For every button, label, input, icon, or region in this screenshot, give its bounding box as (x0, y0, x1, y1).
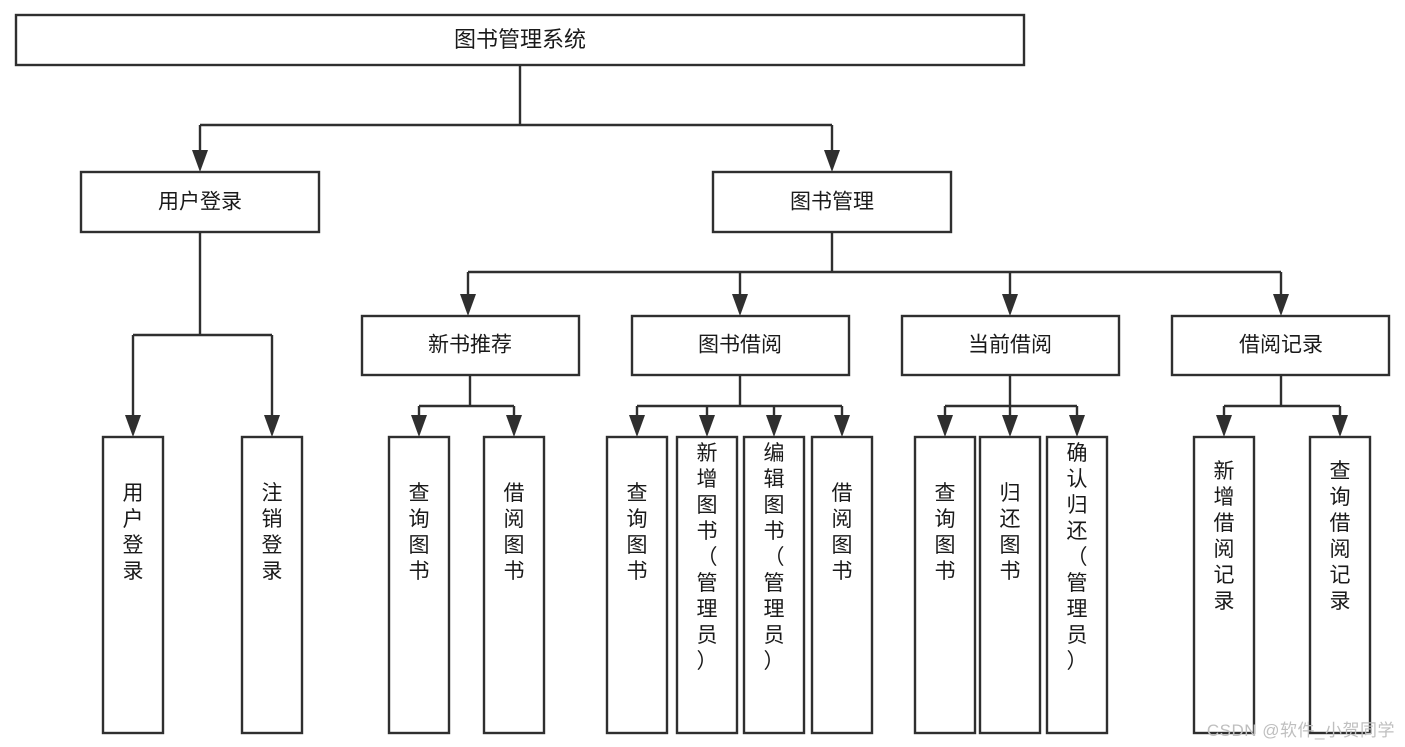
leaf-bookborrow-add-label: 新增图书（管理员） (697, 442, 718, 673)
arrow-head-icon (1216, 415, 1232, 437)
leaf-user-login-login-label: 用户登录 (123, 482, 144, 583)
leaf-box (742, 435, 806, 735)
node-new-book-recommend[interactable]: 新书推荐 (360, 314, 581, 377)
leaf-currentborrow-return-label: 归还图书 (1000, 482, 1021, 583)
arrow-head-icon (937, 415, 953, 437)
node-current-borrow-label: 当前借阅 (968, 334, 1052, 357)
arrow-head-icon (460, 294, 476, 316)
arrow-head-icon (732, 294, 748, 316)
node-book-management[interactable]: 图书管理 (711, 170, 953, 234)
node-borrow-record[interactable]: 借阅记录 (1170, 314, 1391, 377)
leaf-user-login-logout-label: 注销登录 (262, 482, 283, 583)
leaf-newbook-borrow[interactable]: 借阅图书 (482, 435, 546, 735)
arrow-head-icon (834, 415, 850, 437)
leaf-box (1045, 435, 1109, 735)
node-book-borrow-label: 图书借阅 (698, 334, 782, 357)
leaf-box (675, 435, 739, 735)
arrow-head-icon (411, 415, 427, 437)
node-book-borrow[interactable]: 图书借阅 (630, 314, 851, 377)
node-user-login-box (79, 170, 321, 234)
arrow-head-icon (1332, 415, 1348, 437)
leaf-bookborrow-edit[interactable]: 编辑图书（管理员） (742, 435, 806, 735)
connector-newbook-to-leaves (411, 375, 522, 437)
connector-currentborrow-to-leaves (937, 375, 1085, 437)
arrow-head-icon (506, 415, 522, 437)
arrow-head-icon (824, 150, 840, 172)
arrow-head-icon (1069, 415, 1085, 437)
arrow-head-icon (125, 415, 141, 437)
node-borrow-record-label: 借阅记录 (1239, 334, 1323, 357)
leaf-bookborrow-borrow[interactable]: 借阅图书 (810, 435, 874, 735)
leaf-box (1192, 435, 1256, 735)
node-root-label: 图书管理系统 (454, 27, 586, 52)
node-user-login[interactable]: 用户登录 (79, 170, 321, 234)
node-current-borrow[interactable]: 当前借阅 (900, 314, 1121, 377)
csdn-watermark: CSDN @软件_小贺同学 (1206, 721, 1395, 740)
leaf-box (605, 435, 669, 735)
arrow-head-icon (699, 415, 715, 437)
node-book-borrow-box (630, 314, 851, 377)
node-book-management-box (711, 170, 953, 234)
connector-borrowrecord-to-leaves (1216, 375, 1348, 437)
leaf-currentborrow-return[interactable]: 归还图书 (978, 435, 1042, 735)
leaf-bookborrow-edit-label: 编辑图书（管理员） (764, 442, 785, 673)
arrow-head-icon (192, 150, 208, 172)
leaf-borrowrecord-add[interactable]: 新增借阅记录 (1192, 435, 1256, 735)
leaf-borrowrecord-query-label: 查询借阅记录 (1330, 460, 1351, 613)
connector-userlogin-to-leaves (125, 232, 280, 437)
leaf-newbook-query[interactable]: 查询图书 (387, 435, 451, 735)
leaf-box (913, 435, 977, 735)
leaf-newbook-query-label: 查询图书 (409, 482, 430, 583)
arrow-head-icon (1002, 415, 1018, 437)
leaf-box (387, 435, 451, 735)
node-new-book-recommend-label: 新书推荐 (428, 334, 512, 357)
leaf-newbook-borrow-label: 借阅图书 (504, 482, 525, 583)
leaf-box (1308, 435, 1372, 735)
leaf-borrowrecord-add-label: 新增借阅记录 (1214, 460, 1235, 613)
leaf-box (978, 435, 1042, 735)
arrow-head-icon (766, 415, 782, 437)
leaf-bookborrow-borrow-label: 借阅图书 (832, 482, 853, 583)
node-book-management-label: 图书管理 (790, 191, 874, 214)
leaf-user-login-login[interactable]: 用户登录 (101, 435, 165, 735)
leaf-borrowrecord-query[interactable]: 查询借阅记录 (1308, 435, 1372, 735)
leaf-user-login-logout[interactable]: 注销登录 (240, 435, 304, 735)
node-root-system[interactable]: 图书管理系统 (14, 13, 1026, 67)
arrow-head-icon (629, 415, 645, 437)
leaf-currentborrow-query[interactable]: 查询图书 (913, 435, 977, 735)
arrow-head-icon (1273, 294, 1289, 316)
node-current-borrow-box (900, 314, 1121, 377)
node-root-box (14, 13, 1026, 67)
connector-bookborrow-to-leaves (629, 375, 850, 437)
node-user-login-label: 用户登录 (158, 191, 242, 214)
arrow-head-icon (1002, 294, 1018, 316)
leaf-bookborrow-add[interactable]: 新增图书（管理员） (675, 435, 739, 735)
leaf-currentborrow-query-label: 查询图书 (935, 482, 956, 583)
leaf-box (810, 435, 874, 735)
connector-root-to-level2 (192, 65, 840, 172)
leaf-currentborrow-confirm-label: 确认归还（管理员） (1067, 442, 1088, 673)
leaf-bookborrow-query[interactable]: 查询图书 (605, 435, 669, 735)
leaf-box (482, 435, 546, 735)
leaf-currentborrow-confirm[interactable]: 确认归还（管理员） (1045, 435, 1109, 735)
arrow-head-icon (264, 415, 280, 437)
leaf-box (240, 435, 304, 735)
node-borrow-record-box (1170, 314, 1391, 377)
connector-bookmgmt-to-level3 (460, 232, 1289, 316)
node-new-book-recommend-box (360, 314, 581, 377)
leaf-box (101, 435, 165, 735)
leaf-bookborrow-query-label: 查询图书 (627, 482, 648, 583)
